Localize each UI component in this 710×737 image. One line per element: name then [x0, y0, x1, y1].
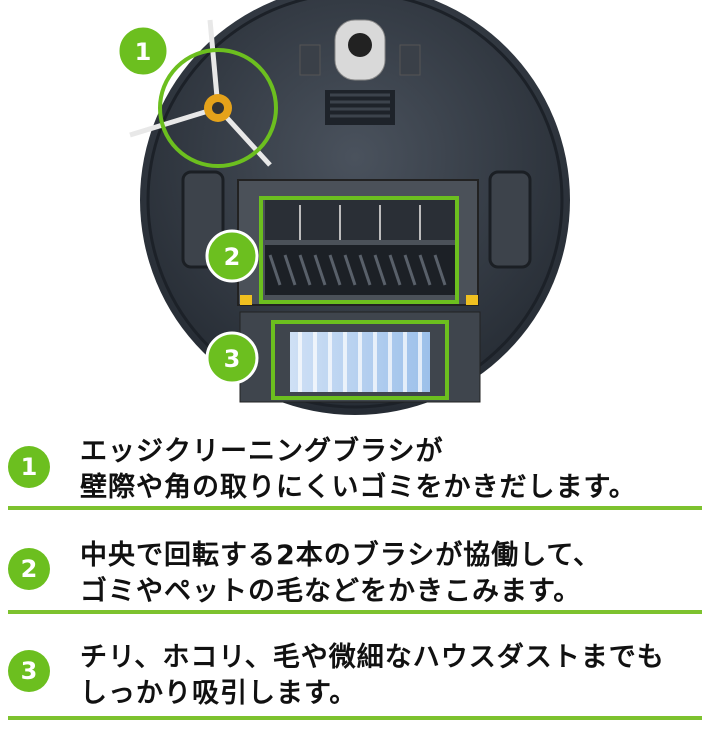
robot-underside-svg — [129, 0, 570, 415]
roller-brushes — [265, 200, 455, 295]
feature-3-line-1: チリ、ホコリ、毛や微細なハウスダストまでも — [80, 642, 665, 673]
marker-1: 1 — [116, 24, 170, 78]
filter-highlight — [271, 320, 449, 400]
grille-pattern — [325, 90, 395, 125]
edge-brush-highlight — [158, 48, 278, 168]
divider-3 — [8, 716, 702, 720]
top-slot-left — [299, 44, 321, 76]
feature-2-line-2: ゴミやペットの毛などをかきこみます。 — [80, 576, 582, 607]
right-wheel — [488, 170, 532, 269]
feature-3-number: 3 — [8, 650, 50, 692]
feature-1-line-2: 壁際や角の取りにくいゴミをかきだします。 — [80, 472, 637, 503]
marker-2: 2 — [205, 229, 259, 283]
marker-2-label: 2 — [224, 243, 241, 271]
marker-3-label: 3 — [224, 345, 241, 373]
brush-clip-left — [240, 295, 252, 305]
feature-2: 2 中央で回転する2本のブラシが協働して、 ゴミやペットの毛などをかきこみます。 — [0, 538, 710, 620]
marker-layer: 1 2 3 — [116, 24, 259, 385]
top-slot-right — [399, 44, 421, 76]
marker-3: 3 — [205, 331, 259, 385]
marker-1-label: 1 — [135, 38, 152, 66]
feature-3-line-2: しっかり吸引します。 — [80, 678, 358, 709]
robot-rim — [146, 0, 564, 409]
caster-wheel — [348, 33, 372, 57]
filter-pleats — [298, 332, 422, 392]
feature-1: 1 エッジクリーニングブラシが 壁際や角の取りにくいゴミをかきだします。 — [0, 430, 710, 512]
feature-2-line-1: 中央で回転する2本のブラシが協働して、 — [80, 540, 602, 571]
divider-1 — [8, 506, 702, 510]
feature-1-line-1: エッジクリーニングブラシが — [80, 436, 444, 467]
divider-2 — [8, 610, 702, 614]
feature-1-number: 1 — [8, 446, 50, 488]
feature-2-number: 2 — [8, 548, 50, 590]
brush-clip-right — [466, 295, 478, 305]
robot-vacuum-illustration: 1 2 3 — [116, 0, 570, 415]
feature-3: 3 チリ、ホコリ、毛や微細なハウスダストまでも しっかり吸引します。 — [0, 640, 710, 722]
edge-brush — [129, 19, 272, 167]
roller-highlight — [259, 196, 459, 304]
